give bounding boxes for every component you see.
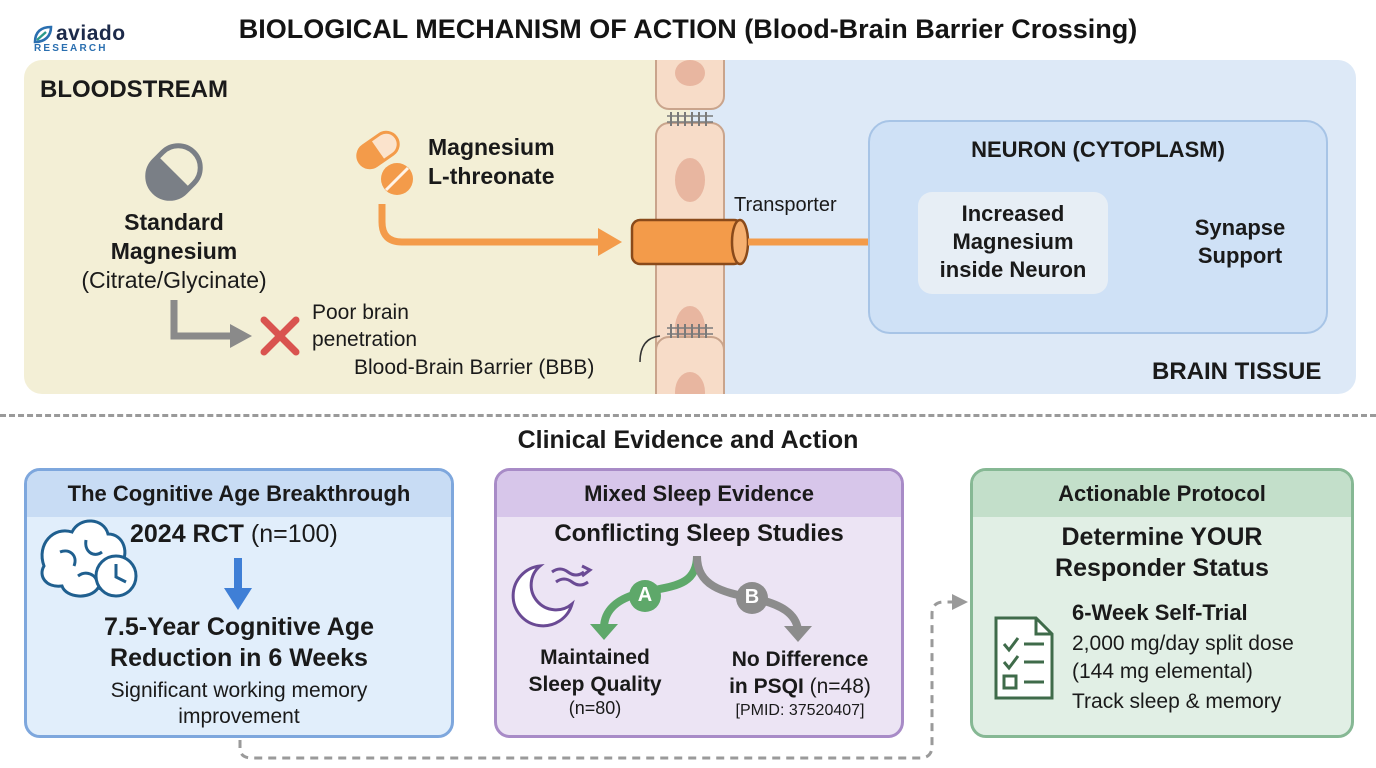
capsule-icon [145,143,203,201]
neuron-inner-box [918,192,1108,294]
standard-magnesium-label: Standard Magnesium (Citrate/Glycinate) [81,209,267,293]
poor-penetration-arrow [170,300,252,348]
threonate-arrow [378,204,622,256]
section-divider [0,414,1376,417]
sleep-branch-arrows [590,555,812,642]
protocol-connector [238,594,968,760]
neuron-title: NEURON (CYTOPLASM) [971,137,1225,162]
cognitive-detail: Significant working memory improvement [110,679,368,728]
cognitive-result: 7.5-Year Cognitive Age Reduction in 6 We… [104,613,374,672]
maintained-sleep-n: (n=80) [568,698,622,718]
bloodstream-label: BLOODSTREAM [40,76,228,103]
moon-sleep-icon [511,563,593,628]
x-mark-icon [260,316,300,356]
logo-leaf-icon [33,25,53,44]
protocol-card-header: Actionable Protocol [973,471,1351,517]
transporter-label: Transporter [734,194,837,216]
maintained-sleep-label: Maintained Sleep Quality [528,646,662,696]
synapse-support-label: Synapse Support [1194,215,1286,268]
transporter-channel-icon [630,218,750,266]
brand-name: aviado [56,22,126,45]
result-arrow [224,558,252,610]
responder-status-title: Determine YOUR Responder Status [1055,523,1269,582]
checklist-icon [994,616,1054,700]
magnesium-threonate-label: Magnesium L-threonate [428,134,555,189]
brand-tagline: RESEARCH [34,43,108,54]
rct-study-line: 2024 RCT (n=100) [130,520,338,548]
poor-penetration-label: Poor brain penetration [312,301,418,351]
branch-b-label: B [744,586,760,608]
pill-icon [356,130,413,195]
increased-magnesium-label: Increased Magnesium inside Neuron [939,201,1087,282]
pmid-reference: [PMID: 37520407] [735,702,865,719]
bloodstream-panel [24,60,704,394]
sleep-card: Mixed Sleep Evidence [494,468,904,738]
clinical-section-title: Clinical Evidence and Action [517,426,859,454]
self-trial-title: 6-Week Self-Trial [1072,600,1248,625]
cognitive-card: The Cognitive Age Breakthrough [24,468,454,738]
bbb-label: Blood-Brain Barrier (BBB) [354,356,595,379]
cognitive-card-header: The Cognitive Age Breakthrough [27,471,451,517]
branch-a-label: A [637,584,653,606]
conflicting-studies-title: Conflicting Sleep Studies [554,520,844,547]
brain-clock-icon [40,519,138,598]
elemental-line: (144 mg elemental) [1072,660,1253,683]
brand-logo: aviado RESEARCH [32,22,142,56]
track-line: Track sleep & memory [1072,690,1282,713]
dose-line: 2,000 mg/day split dose [1072,632,1294,655]
sleep-card-header: Mixed Sleep Evidence [497,471,901,517]
no-difference-label: No Difference in PSQI (n=48) [729,648,871,698]
brain-tissue-label: BRAIN TISSUE [1152,358,1322,385]
page-title: BIOLOGICAL MECHANISM OF ACTION (Blood-Br… [238,14,1138,44]
